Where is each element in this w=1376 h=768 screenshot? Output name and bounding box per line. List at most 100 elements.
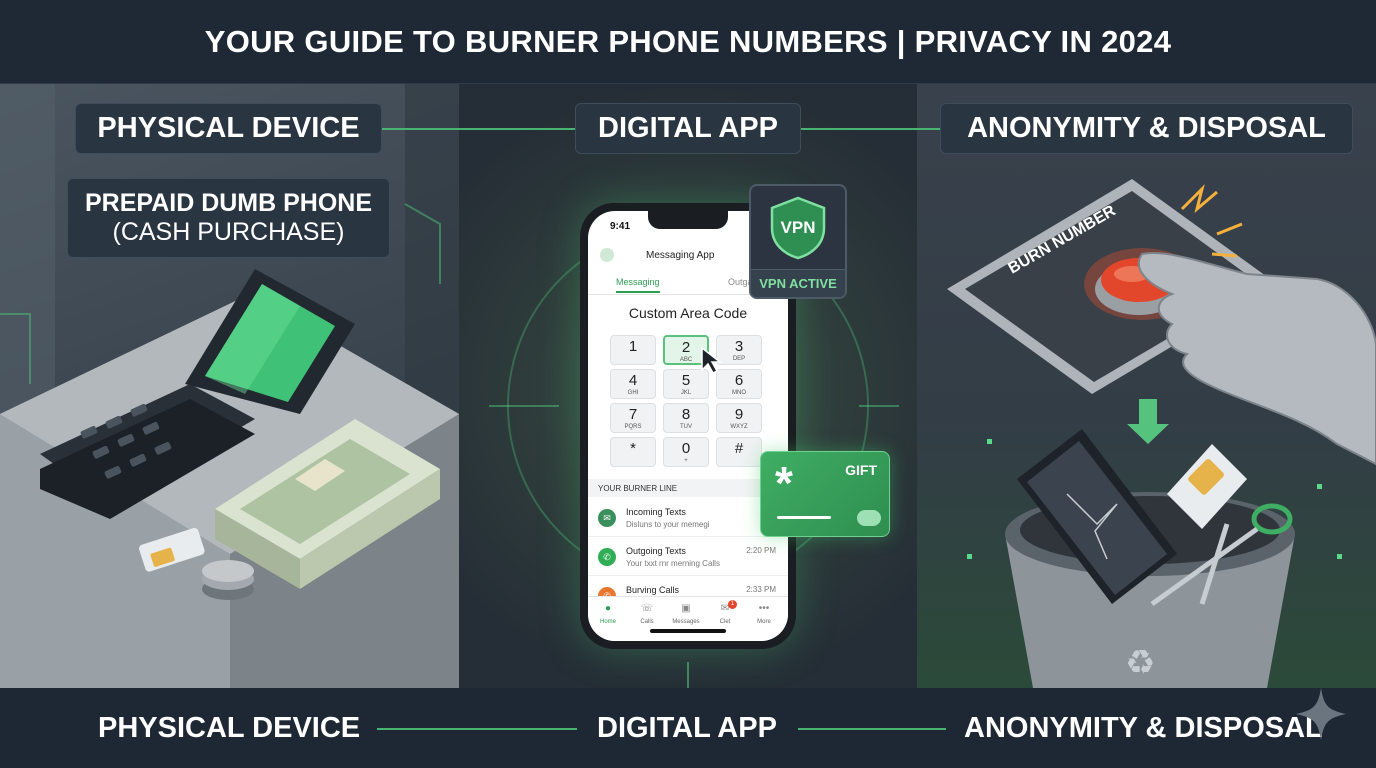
caption-line-1: PREPAID DUMB PHONE [84,189,373,217]
vpn-badge: VPN VPN ACTIVE [749,184,847,299]
entry-time: 2:33 PM [746,585,776,594]
bottom-bar: PHYSICAL DEVICE DIGITAL APP ANONYMITY & … [0,688,1376,768]
nav-item-more[interactable]: ••• More [744,603,784,625]
status-time: 9:41 [610,221,631,232]
tab-messaging[interactable]: Messaging [616,277,660,293]
keypad-key[interactable]: * [610,437,656,467]
card-line [777,516,831,519]
card-chip [857,510,881,526]
key-digit: * [630,440,636,457]
entry-time: 2:20 PM [746,546,776,555]
key-digit: 8 [681,406,691,423]
nav-label: Messages [672,619,700,625]
vpn-status: VPN ACTIVE [751,269,845,297]
entry-title: Outgoing Texts [626,546,686,556]
gift-label: GIFT [845,462,877,478]
page-title: YOUR GUIDE TO BURNER PHONE NUMBERS | PRI… [204,23,1172,59]
key-digit: 7 [628,406,638,423]
section-pill-anonymity: ANONYMITY & DISPOSAL [940,103,1353,154]
section-label-anonymity: ANONYMITY & DISPOSAL [967,112,1326,144]
section-label-digital: DIGITAL APP [598,112,778,144]
connector-line [382,128,575,130]
section-label-physical: PHYSICAL DEVICE [97,112,360,144]
key-letters: ABC [679,357,693,363]
entry-title: Burving Calls [626,585,680,595]
key-digit: 0 [681,440,691,457]
key-letters: GHI [627,390,639,396]
key-letters: PQRS [624,424,642,430]
key-letters: TUV [680,424,692,430]
burner-line-header: YOUR BURNER LINE [588,479,788,497]
key-digit: 1 [628,338,638,355]
vpn-shield-text: VPN [780,218,816,237]
connector-line [801,128,940,130]
keypad-key[interactable]: 0+ [663,437,709,467]
key-letters: + [684,458,688,464]
app-tabs: Messaging Outgata [588,273,788,295]
panels: BURN NUMBER ♻ [0,84,1376,688]
key-digit: # [734,440,744,457]
app-name: Messaging App [646,249,715,261]
nav-icon: ••• [758,603,770,614]
gift-card: * GIFT [760,451,890,537]
nav-item-calls[interactable]: ☏ Calls [627,603,667,625]
cursor-icon [701,346,723,374]
nav-icon: ● [604,603,612,614]
nav-icon: ✉ [720,603,730,614]
nav-label: Calls [640,619,654,625]
key-letters: MNO [732,390,746,396]
notification-badge: 1 [728,600,737,609]
app-header: Messaging App [588,241,788,269]
nav-label: More [757,619,771,625]
nav-icon: ☏ [640,603,654,614]
section-pill-digital: DIGITAL APP [575,103,801,154]
phone-notch [648,211,728,229]
down-arrow-icon [1127,399,1169,444]
keypad-key[interactable]: # [716,437,762,467]
entry-subtitle: Disluns to your memegi [626,520,710,529]
keypad-key[interactable]: 1 [610,335,656,365]
nav-item-home[interactable]: ● Home [588,603,628,625]
shield-icon [770,196,826,260]
tab-outgata[interactable]: Outgata [728,277,761,287]
flip-phone-icon [40,269,355,519]
title-bar: YOUR GUIDE TO BURNER PHONE NUMBERS | PRI… [0,0,1376,84]
key-digit: 6 [734,372,744,389]
key-digit: 3 [734,338,744,355]
cracked-phone-icon [1017,429,1177,604]
cash-stack-icon [215,419,440,589]
avatar [600,248,614,262]
bottom-label-physical: PHYSICAL DEVICE [98,712,361,744]
sim-card-scissors-icon [1150,444,1293,607]
connector-line [377,728,577,730]
svg-text:♻: ♻ [1125,643,1155,683]
entry-subtitle: Your txxt rnr merning Calls [626,559,720,568]
sparkle-icon [1296,688,1346,740]
nav-label: Home [599,619,616,625]
caption-line-2: (CASH PURCHASE) [112,218,345,246]
key-digit: 9 [734,406,744,423]
key-digit: 2 [681,339,691,356]
nav-item-messages[interactable]: ▣Messages [666,603,706,625]
connector-line [798,728,946,730]
key-letters: WXYZ [730,424,748,430]
bottom-label-digital: DIGITAL APP [597,712,777,744]
home-indicator [650,629,726,633]
key-letters: JKL [680,390,692,396]
physical-caption: PREPAID DUMB PHONE (CASH PURCHASE) [67,178,390,258]
physical-illustration [0,84,459,688]
message-icon: ✉ [598,509,616,527]
hand-icon [1137,252,1376,466]
panel-anonymity-disposal: BURN NUMBER ♻ [917,84,1376,688]
area-code-label: Custom Area Code [628,305,748,321]
